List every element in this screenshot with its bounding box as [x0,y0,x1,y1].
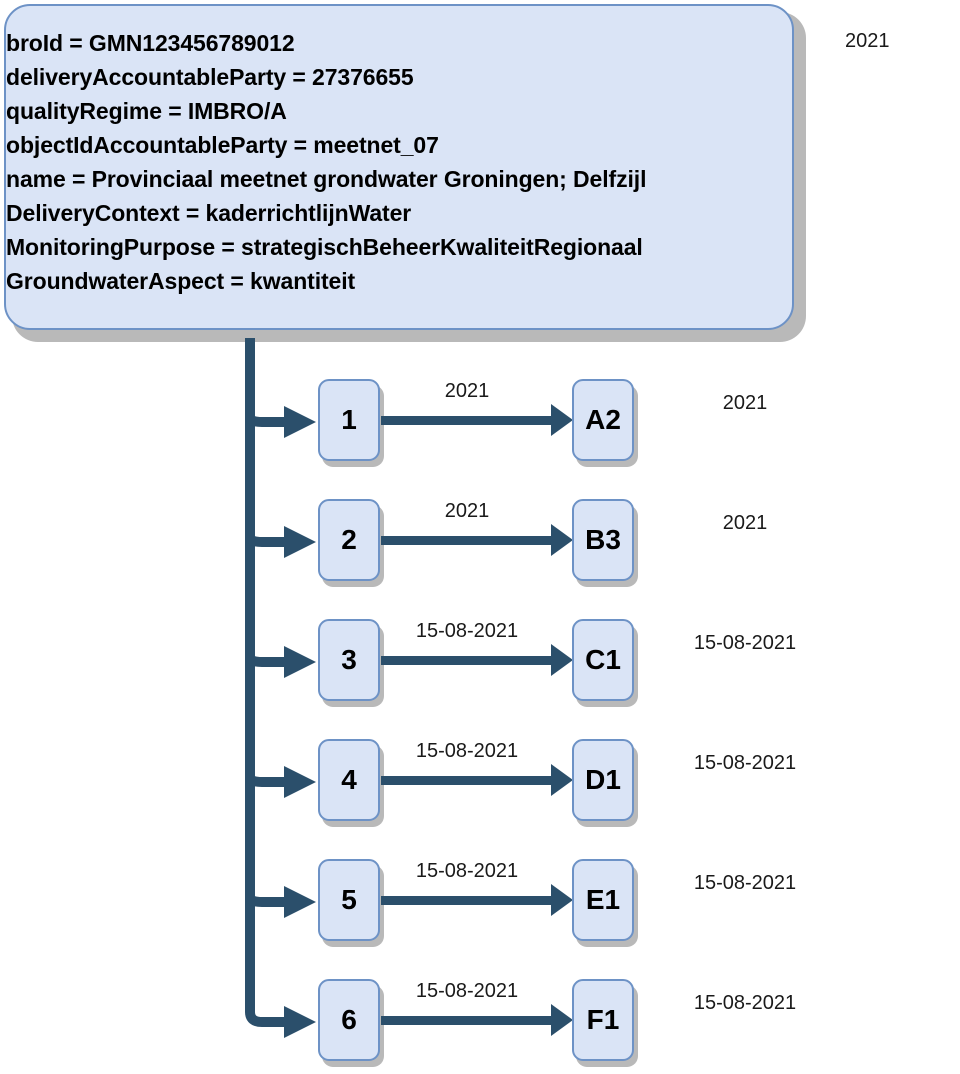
left-node-label: 4 [341,764,357,795]
attribute-line: qualityRegime = IMBRO/A [6,98,287,124]
edge-arrowhead-icon [551,404,573,436]
right-node[interactable]: E1 [572,859,634,941]
row-trailing-label: 15-08-2021 [693,632,797,654]
row-trailing-label: 15-08-2021 [693,872,797,894]
left-node-label: 3 [341,644,357,675]
edge-arrowhead-icon [551,764,573,796]
edge-arrowhead-icon [551,524,573,556]
right-node[interactable]: C1 [572,619,634,701]
edge-label: 15-08-2021 [415,620,519,642]
edge-label: 2021 [444,500,490,522]
main-info-box-text: broId = GMN123456789012 deliveryAccountab… [6,26,796,298]
right-node-label: D1 [585,764,621,795]
edge-label: 2021 [444,380,490,402]
right-node-label: A2 [585,404,621,435]
edge-line [381,536,553,545]
attribute-line: broId = GMN123456789012 [6,30,295,56]
attribute-line: MonitoringPurpose = strategischBeheerKwa… [6,234,643,260]
right-node[interactable]: F1 [572,979,634,1061]
left-node[interactable]: 1 [318,379,380,461]
right-node[interactable]: B3 [572,499,634,581]
right-node-label: F1 [586,1004,620,1035]
right-node-label: E1 [585,884,621,915]
left-node-label: 2 [341,524,357,555]
attribute-line: objectIdAccountableParty = meetnet_07 [6,132,439,158]
edge-label: 15-08-2021 [415,980,519,1002]
left-node-label: 5 [341,884,357,915]
edge-line [381,416,553,425]
left-node-label: 6 [341,1004,357,1035]
right-node[interactable]: D1 [572,739,634,821]
right-node[interactable]: A2 [572,379,634,461]
edge-line [381,1016,553,1025]
left-node-label: 1 [341,404,357,435]
left-node[interactable]: 4 [318,739,380,821]
row-trailing-label: 2021 [722,392,768,414]
row-trailing-label: 2021 [722,512,768,534]
attribute-line: deliveryAccountableParty = 27376655 [6,64,414,90]
edge-line [381,656,553,665]
row-trailing-label: 15-08-2021 [693,992,797,1014]
edge-line [381,776,553,785]
edge-label: 15-08-2021 [415,740,519,762]
left-node[interactable]: 6 [318,979,380,1061]
edge-label: 15-08-2021 [415,860,519,882]
right-node-label: C1 [585,644,621,675]
attribute-line: name = Provinciaal meetnet grondwater Gr… [6,166,647,192]
edge-line [381,896,553,905]
attribute-line: GroundwaterAspect = kwantiteit [6,268,356,294]
edge-arrowhead-icon [551,884,573,916]
edge-arrowhead-icon [551,644,573,676]
attribute-line: DeliveryContext = kaderrichtlijnWater [6,200,412,226]
left-node[interactable]: 3 [318,619,380,701]
top-right-year-label: 2021 [845,30,890,52]
right-node-label: B3 [585,524,621,555]
left-node[interactable]: 2 [318,499,380,581]
main-info-box[interactable] [4,4,794,330]
row-trailing-label: 15-08-2021 [693,752,797,774]
left-node[interactable]: 5 [318,859,380,941]
edge-arrowhead-icon [551,1004,573,1036]
